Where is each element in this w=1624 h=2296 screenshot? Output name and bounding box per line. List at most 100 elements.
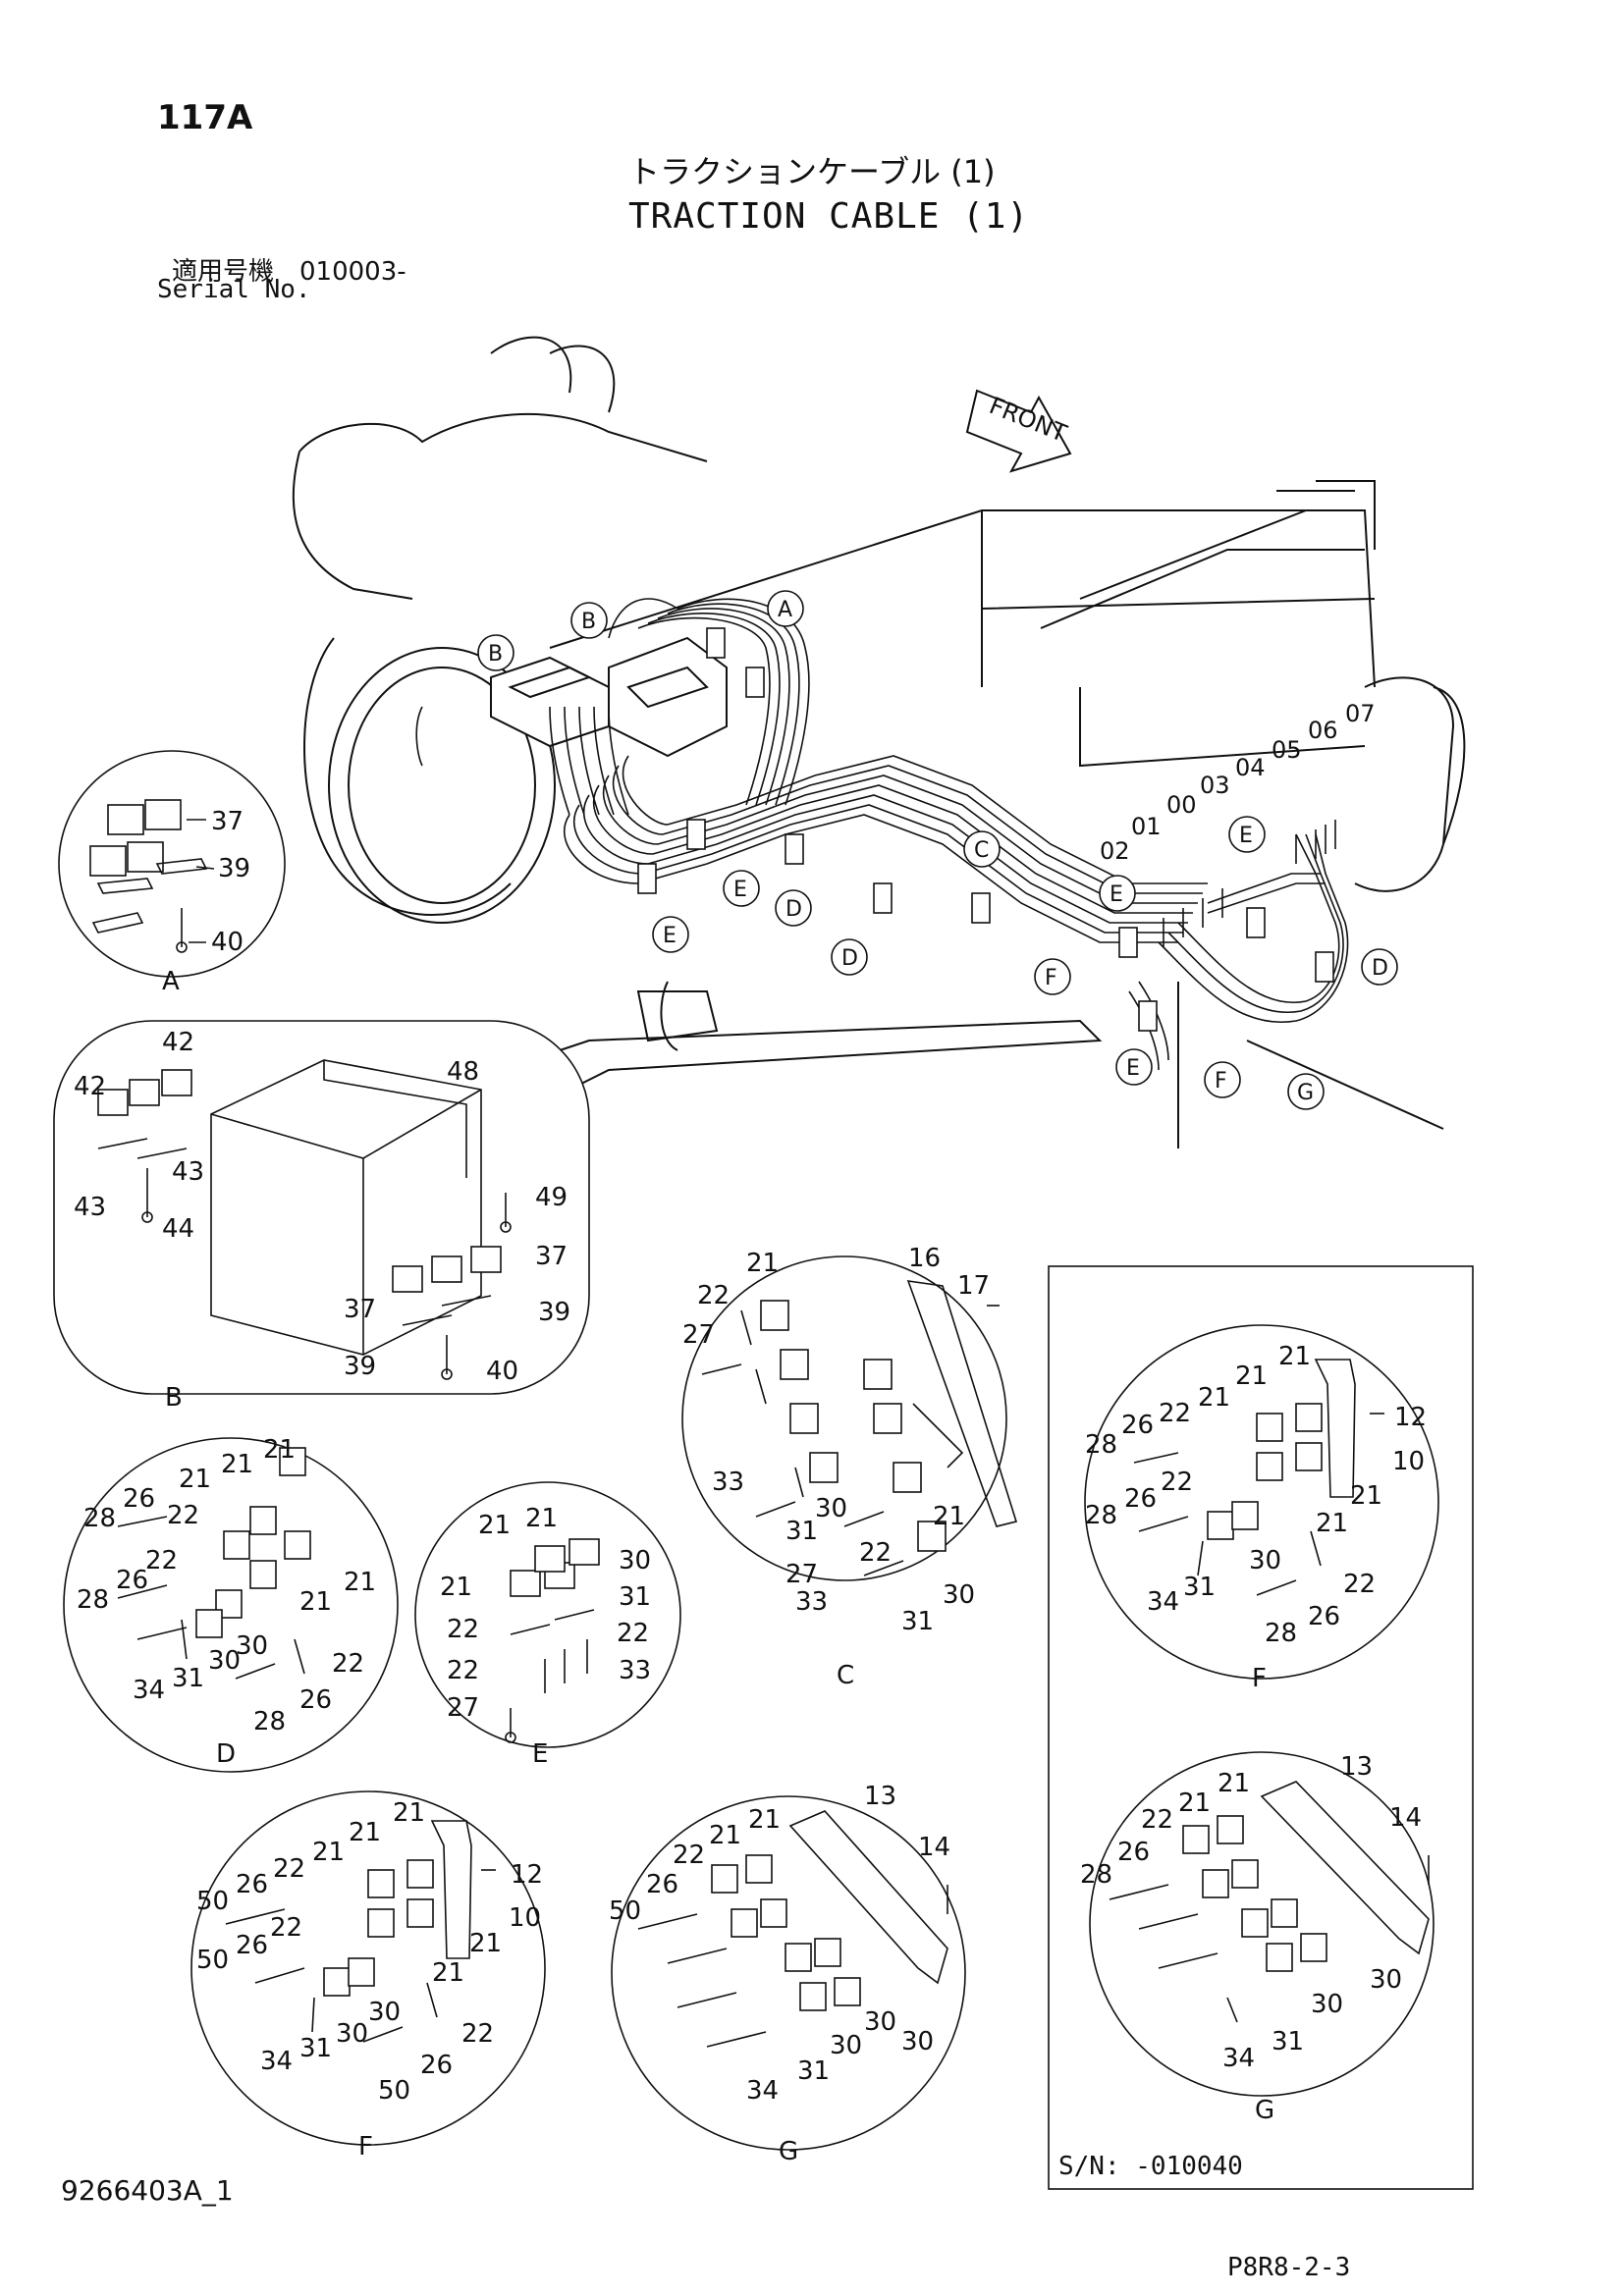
detail-label: A: [162, 967, 180, 996]
part-number: 21: [1278, 1342, 1311, 1371]
callout-label: F: [1045, 966, 1057, 990]
detail-label: G: [1255, 2096, 1274, 2125]
part-number: 30: [830, 2031, 862, 2060]
part-number: 50: [196, 1887, 229, 1916]
part-number: 13: [1340, 1752, 1373, 1782]
part-number: 28: [77, 1585, 109, 1615]
part-number: 34: [133, 1676, 165, 1705]
part-number: 26: [236, 1931, 268, 1960]
callout-label: B: [488, 642, 503, 667]
serial-range-note: S/N: -010040: [1058, 2152, 1243, 2181]
part-number: 28: [1080, 1860, 1112, 1890]
part-number: 30: [943, 1580, 975, 1610]
part-number: 37: [211, 807, 244, 836]
part-number: 31: [797, 2056, 830, 2086]
part-number: 28: [1085, 1501, 1117, 1530]
cable-number: 01: [1131, 813, 1162, 840]
part-number: 37: [535, 1242, 568, 1271]
cable-number: 07: [1345, 700, 1376, 727]
part-number: 30: [208, 1646, 241, 1676]
part-number: 21: [432, 1958, 464, 1988]
part-number: 26: [1121, 1411, 1154, 1440]
callout-label: E: [733, 878, 747, 902]
detail-label: E: [532, 1739, 548, 1769]
part-number: 21: [312, 1838, 345, 1867]
part-number: 31: [172, 1664, 204, 1693]
part-number: 50: [196, 1946, 229, 1975]
part-number: 26: [116, 1566, 148, 1595]
part-number: 21: [179, 1465, 211, 1494]
detail-f-lower: 21 21 21 22 26 50 22 26 50 12 10 21 21 3…: [190, 1790, 546, 2162]
part-number: 28: [1265, 1619, 1297, 1648]
part-number: 26: [1124, 1484, 1157, 1514]
part-number: 42: [74, 1072, 106, 1101]
callout-label: G: [1297, 1081, 1314, 1105]
detail-g-lower: 13 14 21 21 22 26 50 30 30 30 34 31 G: [609, 1782, 966, 2166]
part-number: 28: [253, 1707, 286, 1736]
part-number: 34: [260, 2047, 293, 2076]
part-number: 27: [682, 1320, 715, 1350]
part-number: 31: [901, 1607, 934, 1636]
part-number: 21: [393, 1798, 425, 1828]
part-number: 12: [1394, 1403, 1427, 1432]
part-number: 48: [447, 1057, 479, 1087]
part-number: 21: [263, 1435, 296, 1465]
part-number: 22: [617, 1619, 649, 1648]
part-number: 30: [368, 1998, 401, 2027]
cable-number: 06: [1308, 717, 1338, 744]
part-number: 26: [420, 2051, 453, 2080]
part-number: 43: [74, 1193, 106, 1222]
callout-label: D: [841, 946, 858, 971]
detail-label: F: [1252, 1664, 1267, 1693]
part-number: 30: [901, 2027, 934, 2056]
part-number: 26: [123, 1484, 155, 1514]
part-number: 31: [299, 2034, 332, 2063]
part-number: 30: [1249, 1546, 1281, 1575]
part-number: 26: [646, 1870, 678, 1899]
callout-label: D: [1372, 956, 1388, 981]
part-number: 21: [1235, 1362, 1268, 1391]
part-number: 26: [1308, 1602, 1340, 1631]
part-number: 21: [933, 1502, 965, 1531]
part-number: 21: [1198, 1383, 1230, 1413]
callout-label: C: [974, 838, 989, 863]
part-number: 42: [162, 1028, 194, 1057]
part-number: 12: [511, 1860, 543, 1890]
part-number: 22: [1159, 1399, 1191, 1428]
part-number: 22: [273, 1854, 305, 1884]
detail-f-upper: 21 21 21 22 26 28 22 26 28 12 10 21 21 3…: [1084, 1324, 1439, 1693]
part-number: 21: [748, 1805, 781, 1835]
part-number: 22: [1141, 1805, 1173, 1835]
detail-label: C: [837, 1661, 854, 1690]
part-number: 34: [1222, 2044, 1255, 2073]
callout-label: E: [1239, 824, 1253, 848]
part-number: 21: [478, 1511, 511, 1540]
callout-label: E: [663, 924, 677, 948]
part-number: 50: [378, 2076, 410, 2106]
callout-label: E: [1110, 882, 1123, 907]
part-number: 31: [1183, 1573, 1216, 1602]
main-callouts: A B B C D D D E E E E E F F G: [477, 590, 1398, 1110]
part-number: 22: [270, 1913, 302, 1943]
callout-label: E: [1126, 1056, 1140, 1081]
part-number: 22: [697, 1281, 730, 1310]
detail-label: B: [165, 1383, 183, 1413]
part-number: 21: [1218, 1769, 1250, 1798]
detail-c: 16 17 21 22 27 33 31 30 21 22 27 33 31 3…: [681, 1244, 1018, 1690]
serial-label: Serial No.: [157, 275, 311, 304]
part-number: 37: [344, 1295, 376, 1324]
page-title-japanese: トラクションケーブル (1): [628, 153, 996, 190]
part-number: 34: [746, 2076, 779, 2106]
part-number: 33: [795, 1587, 828, 1617]
cable-number: 05: [1272, 736, 1302, 764]
front-arrow: FRONT: [965, 389, 1072, 473]
part-number: 21: [440, 1573, 472, 1602]
part-number: 21: [469, 1929, 502, 1958]
part-number: 28: [1085, 1430, 1117, 1460]
part-number: 43: [172, 1157, 204, 1187]
cable-numbers: 00 01 02 03 04 05 06 07: [1100, 700, 1376, 865]
part-number: 31: [785, 1517, 818, 1546]
part-number: 21: [1350, 1481, 1382, 1511]
part-number: 44: [162, 1214, 194, 1244]
detail-g-upper: 13 14 21 21 22 26 28 30 30 34 31 G: [1048, 1265, 1474, 2190]
